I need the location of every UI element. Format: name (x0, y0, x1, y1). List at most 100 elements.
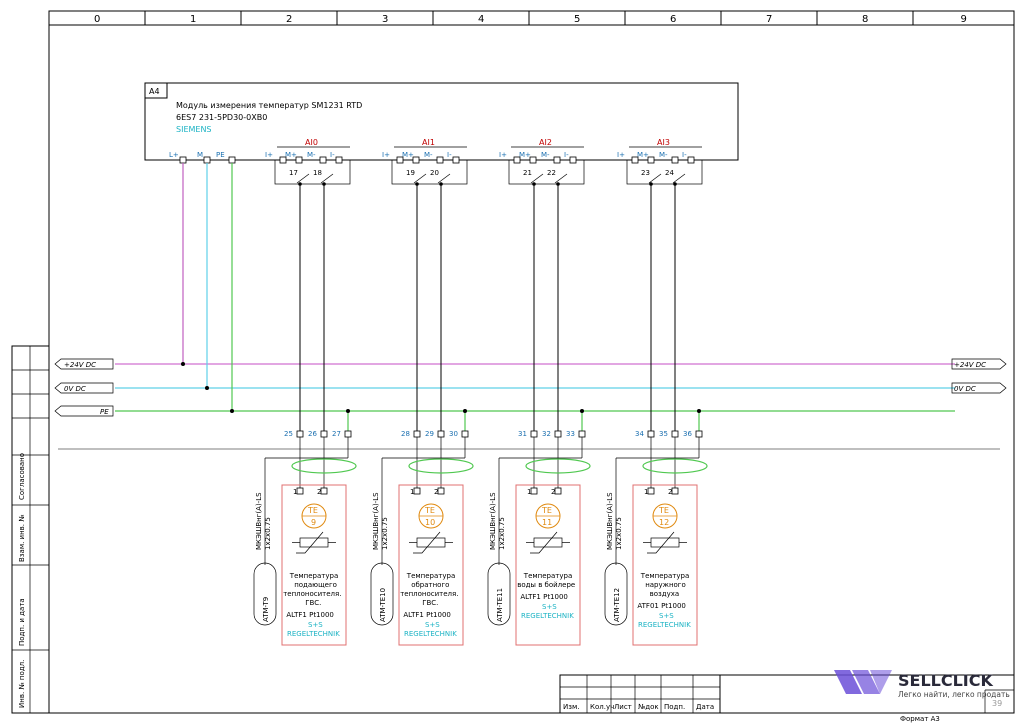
sensor-tag: TE (658, 506, 669, 515)
sensor-pin: 2 (668, 488, 672, 496)
sensor-number: 11 (542, 518, 552, 527)
sensor-model: ALTF1 Pt1000 (403, 611, 451, 619)
power-terminal (179, 156, 187, 164)
channel-pin-Iplus: I+ (617, 151, 625, 159)
sensor-model: ATF01 Pt1000 (637, 602, 685, 610)
atm-label: ATM-T9 (262, 597, 270, 622)
sensor-maker: S+S (542, 603, 557, 611)
cable-type: МКЭШВнг(А)-LS (255, 492, 263, 550)
channel-pin-Mminus: M- (659, 151, 668, 159)
terminal-block (344, 430, 352, 438)
module-terminal (553, 156, 561, 164)
sellclick-logo: SELLCLICK Легко найти, легко продать (834, 670, 1010, 699)
channel-name-ai0: AI0 (305, 138, 318, 147)
atm-label: ATM-TE10 (379, 588, 387, 622)
terminal-number: 30 (449, 430, 458, 438)
logo-mark-icon (834, 670, 862, 694)
channel-pin-Iminus: I- (564, 151, 569, 159)
column-number-3: 3 (382, 14, 388, 25)
sensor-pin: 1 (410, 488, 414, 496)
sensor-maker: S+S (425, 621, 440, 629)
channel-name-ai2: AI2 (539, 138, 552, 147)
sensor-box (398, 484, 464, 646)
terminal-block (695, 430, 703, 438)
column-number-2: 2 (286, 14, 292, 25)
title-block-cell: Подп. (664, 703, 685, 711)
sensor-tag: TE (307, 506, 318, 515)
sensor-description: ГВС. (305, 599, 321, 607)
power-label-m: M (197, 151, 203, 159)
terminal-block (413, 430, 421, 438)
sheet-number: 39 (992, 699, 1002, 708)
bus-tag-right (951, 382, 1007, 394)
cable-shield-ellipse (642, 458, 708, 474)
sensor-tag: TE (541, 506, 552, 515)
sensor-box (515, 484, 581, 646)
atm-capsule (370, 562, 394, 626)
switch-number: 19 (406, 169, 415, 177)
terminal-block (320, 430, 328, 438)
module-vendor: SIEMENS (176, 125, 212, 134)
column-number-8: 8 (862, 14, 868, 25)
bus-tag-left (54, 382, 114, 394)
bus-label: +24V DC (64, 361, 96, 369)
atm-capsule (604, 562, 628, 626)
switch-number: 18 (313, 169, 322, 177)
column-number-5: 5 (574, 14, 580, 25)
channel-pin-Iplus: I+ (265, 151, 273, 159)
bus-tag-left (54, 405, 114, 417)
channel-pin-Mminus: M- (307, 151, 316, 159)
atm-label: ATM-TE11 (496, 588, 504, 622)
module-terminal (319, 156, 327, 164)
power-terminal (228, 156, 236, 164)
channel-pin-Mminus: M- (424, 151, 433, 159)
channel-name-ai1: AI1 (422, 138, 435, 147)
bus-tag-left (54, 358, 114, 370)
terminal-number: 35 (659, 430, 668, 438)
module-terminal (687, 156, 695, 164)
title-block-cell: Дата (696, 703, 714, 711)
bus-label: 0V DC (64, 385, 86, 393)
channel-name-ai3: AI3 (657, 138, 670, 147)
side-label-sign-date: Подп. и дата (18, 598, 26, 646)
format-label: Формат А3 (900, 715, 940, 723)
cable-type: МКЭШВнг(А)-LS (606, 492, 614, 550)
atm-capsule (487, 562, 511, 626)
module-terminal (569, 156, 577, 164)
module-terminal (529, 156, 537, 164)
terminal-block (461, 430, 469, 438)
terminal-number: 26 (308, 430, 317, 438)
sensor-pin: 1 (644, 488, 648, 496)
sensor-model: ALTF1 Pt1000 (520, 593, 568, 601)
terminal-block (578, 430, 586, 438)
channel-pin-Mplus: M+ (402, 151, 414, 159)
sensor-pin: 2 (434, 488, 438, 496)
switch-number: 22 (547, 169, 556, 177)
module-terminal (513, 156, 521, 164)
cable-shield-ellipse (291, 458, 357, 474)
channel-pin-Mplus: M+ (519, 151, 531, 159)
terminal-number: 33 (566, 430, 575, 438)
channel-pin-Mplus: M+ (285, 151, 297, 159)
module-block: A4 Модуль измерения температур SM1231 RT… (144, 82, 739, 161)
channel-pin-Iminus: I- (682, 151, 687, 159)
sensor-pin: 1 (527, 488, 531, 496)
sensor-maker: S+S (659, 612, 674, 620)
module-ref: A4 (149, 87, 160, 96)
channel-pin-Iplus: I+ (499, 151, 507, 159)
module-terminal (436, 156, 444, 164)
sensor-description: ГВС. (422, 599, 438, 607)
cable-size: 1x2x0.75 (381, 517, 389, 550)
sensor-number: 12 (659, 518, 669, 527)
title-block-cell: Изм. (563, 703, 579, 711)
sensor-maker-name: REGELTECHNIK (521, 612, 574, 620)
module-title: Модуль измерения температур SM1231 RTD (176, 101, 362, 110)
